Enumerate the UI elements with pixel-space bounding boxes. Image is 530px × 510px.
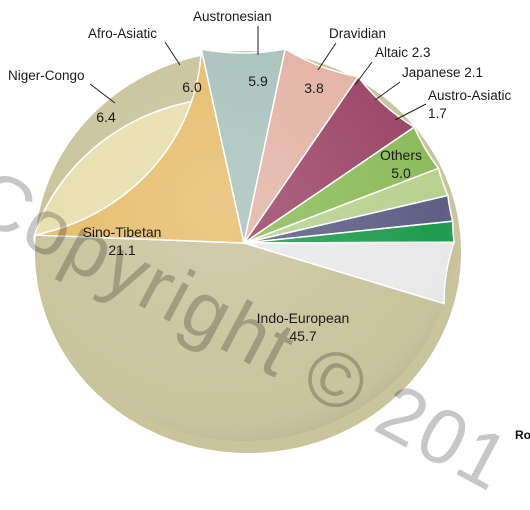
label-others-name: Others [380, 147, 422, 163]
label-austronesian-value: 5.9 [248, 73, 268, 89]
callout-leaders [89, 26, 427, 121]
label-indo-european-name: Indo-European [257, 310, 350, 326]
label-niger-congo-name: Niger-Congo [8, 68, 85, 83]
leader-line-niger-congo [89, 83, 116, 104]
leader-line-dravidian [317, 42, 337, 71]
leader-line-afro-asiatic [164, 41, 181, 66]
leader-line-austro-asiatic [394, 103, 427, 121]
label-dravidian-name: Dravidian [329, 26, 386, 41]
label-niger-congo-value: 6.4 [96, 109, 116, 125]
label-austro-asiatic-value: 1.7 [428, 106, 447, 121]
corner-text: Ro [515, 428, 530, 442]
label-sino-tibetan-value: 21.1 [108, 242, 135, 258]
label-altaic: Altaic 2.3 [375, 45, 431, 60]
label-sino-tibetan-name: Sino-Tibetan [83, 224, 162, 240]
label-afro-asiatic-name: Afro-Asiatic [88, 26, 157, 41]
label-japanese: Japanese 2.1 [402, 65, 483, 80]
label-others-value: 5.0 [391, 165, 411, 181]
label-austronesian-name: Austronesian [193, 9, 272, 24]
chart-stage: Indo-European 45.7 Sino-Tibetan 21.1 6.4… [0, 9, 530, 508]
label-afro-asiatic-value: 6.0 [182, 79, 202, 95]
label-austro-asiatic-name: Austro-Asiatic [428, 88, 512, 103]
leader-line-altaic [354, 61, 373, 86]
label-dravidian-value: 3.8 [304, 80, 324, 96]
label-indo-european-value: 45.7 [289, 328, 316, 344]
pie-chart: Indo-European 45.7 Sino-Tibetan 21.1 6.4… [8, 9, 512, 453]
leader-line-japanese [374, 81, 401, 101]
